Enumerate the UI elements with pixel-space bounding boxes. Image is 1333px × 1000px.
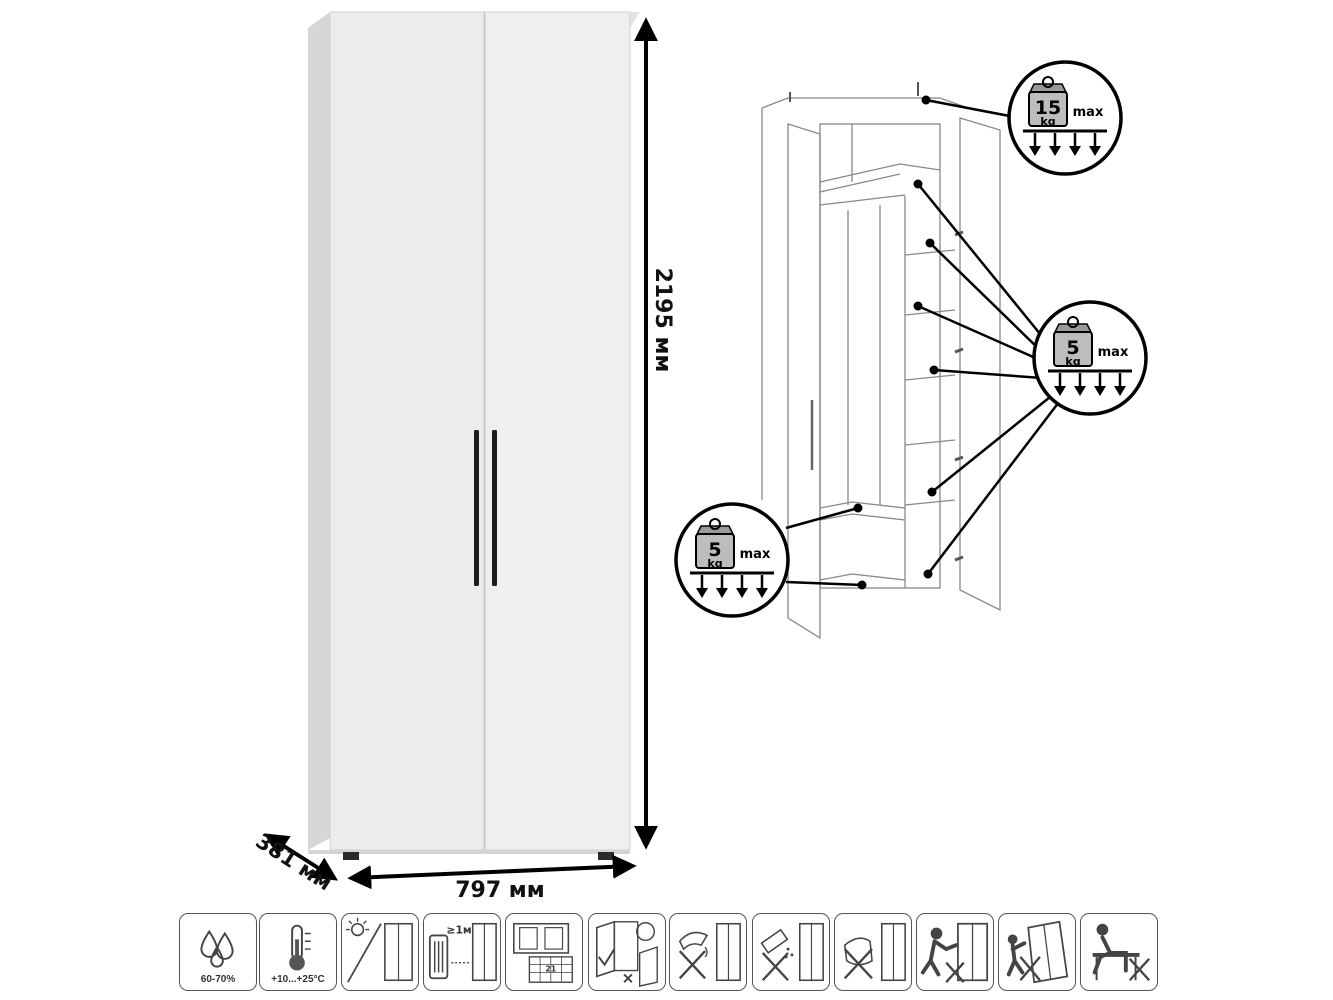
load-leaders: [785, 98, 1063, 587]
width-label: 797 мм: [455, 878, 545, 903]
thermometer-icon: +10...+25°C: [259, 913, 337, 991]
load-badge: 5kg max: [674, 502, 790, 618]
left-handle: [474, 430, 479, 586]
assembly-days-icon: 21: [505, 913, 583, 991]
humidity-drops-icon-glyph: [200, 929, 234, 968]
wardrobe-side: [308, 12, 330, 850]
left-door: [329, 11, 485, 851]
load-point: [929, 365, 939, 375]
no-sitting-icon: [1080, 913, 1158, 991]
icon-caption: 60-70%: [200, 974, 236, 985]
load-point: [857, 580, 867, 590]
door-adjustment-icon-glyph: [596, 920, 658, 987]
right-handle: [492, 430, 497, 586]
right-door: [484, 11, 631, 851]
height-dimension: 2195 мм: [634, 17, 675, 850]
no-pushing-icon: [916, 913, 994, 991]
plinth: [308, 850, 630, 854]
heater-distance-icon: ≥1м: [423, 913, 501, 991]
no-sitting-icon-glyph: [1092, 923, 1151, 982]
badge-unit: kg: [707, 557, 722, 570]
no-solvent-cleaning-icon: [834, 913, 912, 991]
no-tipping-icon-glyph: [1006, 920, 1069, 984]
load-point: [925, 238, 935, 248]
no-direct-sunlight-icon-glyph: [345, 917, 413, 983]
icon-label: 21: [545, 964, 556, 973]
no-solvent-cleaning-icon-glyph: [843, 922, 906, 982]
humidity-drops-icon: 60-70%: [179, 913, 257, 991]
badge-unit: kg: [1040, 115, 1055, 128]
interior-drawing: [761, 82, 1001, 640]
icon-label: ≥1м: [446, 923, 471, 936]
badge-number: 5: [1066, 337, 1079, 359]
badge-number: 15: [1035, 97, 1061, 119]
load-points: [853, 95, 939, 590]
icon-caption: +10...+25°C: [271, 974, 325, 985]
load-point: [921, 95, 931, 105]
load-point: [913, 179, 923, 189]
load-point: [913, 301, 923, 311]
height-label: 2195 мм: [650, 268, 675, 373]
foot-left: [343, 852, 359, 860]
no-pushing-icon-glyph: [920, 922, 989, 983]
no-direct-sunlight-icon: [341, 913, 419, 991]
no-abrasive-cleaning-icon-glyph: [760, 922, 824, 982]
badge-limit: max: [1073, 105, 1104, 120]
no-water-cleaning-icon-glyph: [678, 922, 741, 982]
no-water-cleaning-icon: [669, 913, 747, 991]
assembly-days-icon-glyph: 21: [513, 922, 573, 983]
wardrobe-render: [308, 11, 640, 860]
load-point: [927, 487, 937, 497]
no-tipping-icon: [998, 913, 1076, 991]
load-point: [923, 569, 933, 579]
badge-unit: kg: [1065, 355, 1080, 368]
badge-number: 5: [708, 539, 721, 561]
thermometer-icon-glyph: [289, 924, 311, 971]
width-dimension: 797 мм: [347, 854, 637, 903]
badge-limit: max: [1098, 345, 1129, 360]
badge-limit: max: [740, 547, 771, 562]
foot-right: [598, 852, 614, 860]
load-badge: 5kg max: [1032, 300, 1148, 416]
load-point: [853, 503, 863, 513]
no-abrasive-cleaning-icon: [752, 913, 830, 991]
heater-distance-icon-glyph: ≥1м: [428, 922, 497, 982]
door-adjustment-icon: [588, 913, 666, 991]
